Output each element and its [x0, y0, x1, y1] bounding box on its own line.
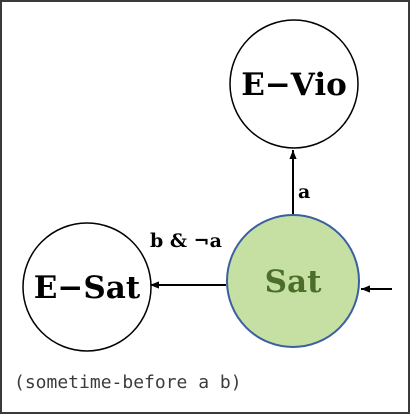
- node-label-e-vio: E−Vio: [241, 67, 347, 103]
- node-sat: Sat: [226, 214, 360, 348]
- node-label-sat: Sat: [265, 264, 322, 300]
- node-label-e-sat: E−Sat: [34, 270, 141, 306]
- node-e-vio: E−Vio: [229, 19, 359, 149]
- diagram-caption: (sometime-before a b): [14, 372, 242, 393]
- edge-label-b-and-not-a: b & ¬a: [150, 230, 222, 252]
- edge-label-a: a: [298, 181, 310, 203]
- node-e-sat: E−Sat: [22, 222, 152, 352]
